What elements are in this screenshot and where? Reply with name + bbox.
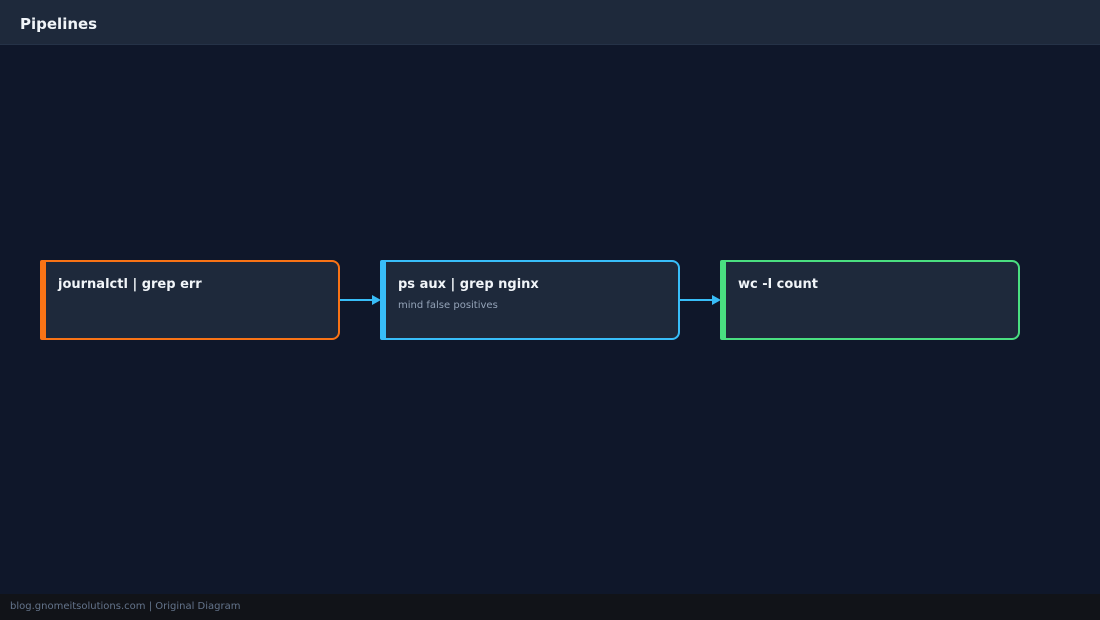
arrowhead-icon <box>372 295 381 305</box>
node-ps-aux[interactable]: ps aux | grep nginx mind false positives <box>380 260 680 340</box>
node-journalctl[interactable]: journalctl | grep err <box>40 260 340 340</box>
node-wc-count[interactable]: wc -l count <box>720 260 1020 340</box>
footer-credit: blog.gnomeitsolutions.com | Original Dia… <box>10 601 241 612</box>
node-label: wc -l count <box>738 277 818 292</box>
connectors <box>340 295 721 305</box>
node-sublabel: mind false positives <box>398 300 498 311</box>
connector-1-to-2 <box>340 295 381 305</box>
arrowhead-icon <box>712 295 721 305</box>
connector-2-to-3 <box>680 295 721 305</box>
node-label: ps aux | grep nginx <box>398 277 539 292</box>
node-label: journalctl | grep err <box>58 277 202 292</box>
app-header: Pipelines <box>0 0 1100 45</box>
footer: blog.gnomeitsolutions.com | Original Dia… <box>0 594 1100 620</box>
diagram-canvas: journalctl | grep err ps aux | grep ngin… <box>0 45 1100 594</box>
page-title: Pipelines <box>20 15 98 33</box>
